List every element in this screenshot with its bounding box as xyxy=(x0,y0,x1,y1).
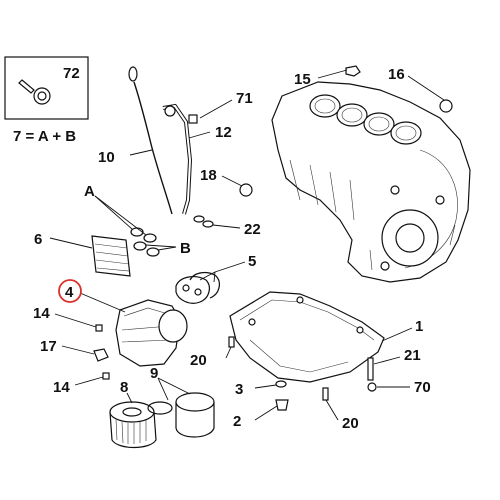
part-15-sensor xyxy=(317,65,361,79)
part-20-bolt-upper xyxy=(225,336,235,359)
part-2-drain-plug xyxy=(254,399,289,421)
label-15: 15 xyxy=(294,71,311,88)
part-17-sensor xyxy=(61,345,109,362)
part-21-stud xyxy=(367,356,401,381)
label-3: 3 xyxy=(235,381,243,398)
label-6: 6 xyxy=(34,231,42,248)
inset-box xyxy=(4,56,89,120)
label-5: 5 xyxy=(248,253,256,270)
label-20-upper: 20 xyxy=(190,352,207,369)
label-72: 72 xyxy=(63,65,80,82)
part-16-plug xyxy=(407,75,453,113)
label-18: 18 xyxy=(200,167,217,184)
label-b: B xyxy=(180,240,191,257)
part-22-orings xyxy=(193,215,241,229)
highlight-circle-4 xyxy=(58,279,82,303)
label-21: 21 xyxy=(404,347,421,364)
label-17: 17 xyxy=(40,338,57,355)
bolt-72-drawing xyxy=(18,79,51,105)
part-6-oil-cooler xyxy=(49,235,131,277)
label-10: 10 xyxy=(98,149,115,166)
part-5-gaskets xyxy=(175,261,246,304)
part-71-screw xyxy=(188,99,233,124)
part-4-filter-housing xyxy=(79,292,188,367)
inset-equation: 7 = A + B xyxy=(13,128,76,145)
part-10-dipstick xyxy=(128,66,173,215)
label-12: 12 xyxy=(215,124,232,141)
label-9: 9 xyxy=(150,365,158,382)
label-14-top: 14 xyxy=(33,305,50,322)
part-3-washer xyxy=(254,380,287,389)
label-20-lower: 20 xyxy=(342,415,359,432)
label-71: 71 xyxy=(236,90,253,107)
part-18-plug xyxy=(221,175,253,197)
part-9-filter-cap xyxy=(147,377,215,438)
part-20-bolt-lower xyxy=(322,387,339,421)
part-70-nut xyxy=(367,382,410,392)
part-1-oil-pan xyxy=(229,291,413,383)
label-14-bottom: 14 xyxy=(53,379,70,396)
part-14-bolt-bottom xyxy=(74,372,110,386)
part-12-dipstick-tube xyxy=(162,103,211,215)
seals-a-b xyxy=(94,195,177,257)
label-a: A xyxy=(84,183,95,200)
label-22: 22 xyxy=(244,221,261,238)
label-1: 1 xyxy=(415,318,423,335)
label-2: 2 xyxy=(233,413,241,430)
part-14-bolt-top xyxy=(54,313,103,332)
engine-block-drawing xyxy=(271,81,471,283)
label-16: 16 xyxy=(388,66,405,83)
label-70: 70 xyxy=(414,379,431,396)
label-4: 4 xyxy=(65,284,74,301)
part-8-filter-cartridge xyxy=(109,392,157,449)
label-8: 8 xyxy=(120,379,128,396)
